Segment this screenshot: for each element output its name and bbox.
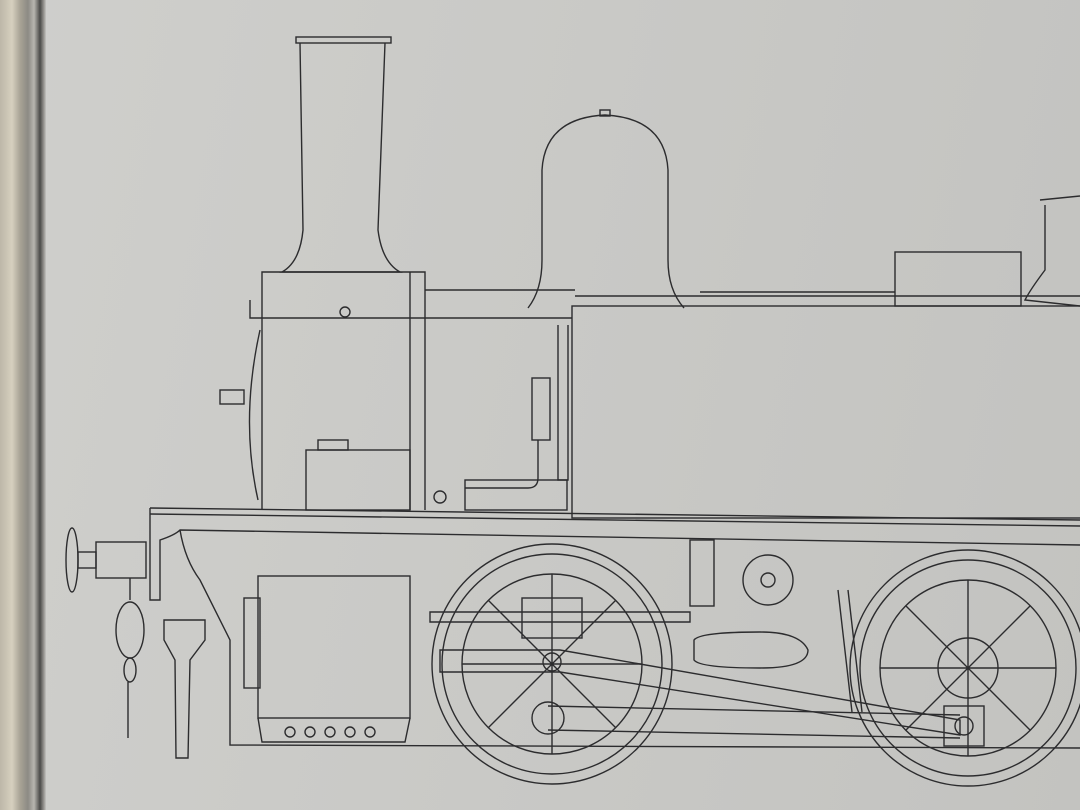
smokebox (219, 271, 572, 511)
dome (527, 109, 685, 309)
rear-driving-wheel (849, 549, 1080, 787)
buffer (65, 527, 147, 593)
coupling-chain (115, 578, 206, 759)
boiler-line (425, 289, 1080, 297)
frame-edge (0, 0, 46, 810)
chimney (279, 36, 403, 273)
main-frame (149, 507, 1080, 749)
pipework (433, 377, 568, 511)
connecting-rods (429, 589, 985, 747)
side-tank (557, 195, 1080, 519)
